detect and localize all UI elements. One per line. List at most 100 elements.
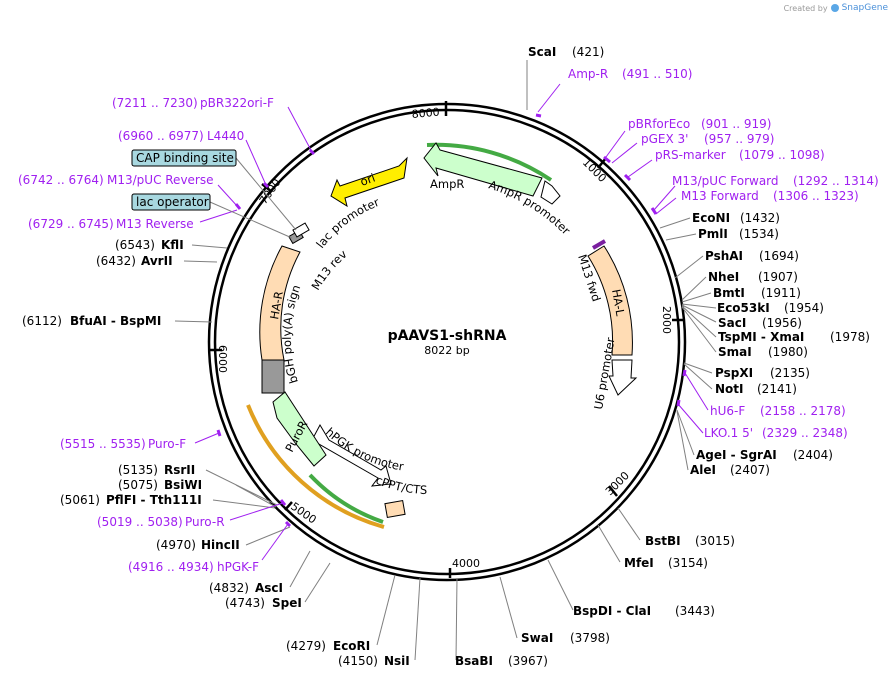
feature-boxes: CAP binding site lac operator — [131, 149, 237, 211]
enzyme-bmti-pos: (1911) — [761, 286, 801, 300]
tick-label-4000: 4000 — [452, 557, 480, 570]
primer-m13-reverse: M13 Reverse — [116, 217, 194, 231]
enzyme-nsii-pos: (4150) — [338, 654, 378, 668]
enzyme-avrii-pos: (6432) — [96, 254, 136, 268]
tick-label-3000: 3000 — [603, 469, 632, 498]
leader-avrii — [183, 260, 218, 263]
leader-swai — [499, 576, 518, 639]
ha-r-segment — [259, 245, 301, 361]
enzyme-scai-pos: (421) — [572, 45, 604, 59]
enzyme-rsrii: RsrII — [164, 463, 195, 477]
lac-operator-box — [131, 193, 211, 211]
ampr-highlight — [426, 142, 553, 182]
leader-cap — [235, 157, 297, 231]
primer-leader-lines — [194, 83, 709, 561]
primer-labels: Amp-R (491 .. 510) pBRforEco (901 .. 919… — [18, 67, 879, 574]
primer-mark-prs — [623, 173, 632, 182]
leader-econi — [659, 217, 691, 229]
enzyme-bstbi-pos: (3015) — [695, 534, 735, 548]
enzyme-alei-pos: (2407) — [730, 463, 770, 477]
primer-hu6-f-range: (2158 .. 2178) — [760, 404, 846, 418]
primer-amp-r-range: (491 .. 510) — [622, 67, 692, 81]
bgh-polya-box — [261, 359, 285, 394]
ori-arrow — [330, 156, 408, 208]
enzyme-kfli-pos: (6543) — [115, 238, 155, 252]
enzyme-nhei-pos: (1907) — [758, 270, 798, 284]
enzyme-spei-pos: (4743) — [225, 596, 265, 610]
primer-lko1-5-range: (2329 .. 2348) — [762, 426, 848, 440]
enzyme-bsiwi: BsiWI — [164, 478, 202, 492]
leader-amp-r — [537, 83, 561, 113]
cppt-text: cPPT/CTS — [374, 473, 428, 497]
primer-mark-hu6 — [682, 369, 687, 377]
leader-cluster-3 — [205, 469, 278, 509]
primer-prs-marker-range: (1079 .. 1098) — [739, 148, 825, 162]
enzyme-saci-pos: (1956) — [762, 316, 802, 330]
lac-promoter-box — [292, 222, 310, 238]
leader-pbr322 — [287, 106, 313, 153]
leader-hpgk-f — [261, 523, 289, 561]
ha-r-label: HA-R — [267, 290, 286, 320]
m13-fwd-mark — [591, 239, 607, 250]
enzyme-econi-pos: (1432) — [740, 211, 780, 225]
primer-m13-puc-reverse: M13/pUC Reverse — [107, 173, 214, 187]
snapgene-logo-icon — [830, 4, 839, 12]
primer-lko1-5: LKO.1 5' — [704, 426, 753, 440]
primer-pgex3-range: (957 .. 979) — [704, 132, 774, 146]
enzyme-spei: SpeI — [272, 596, 302, 610]
primer-mark-lko — [676, 399, 681, 407]
ha-l-label: HA-L — [609, 288, 628, 317]
leader-spei — [304, 562, 331, 603]
enzyme-scai: ScaI — [528, 45, 556, 59]
primer-pbrforeco: pBRforEco — [628, 117, 690, 131]
puror-orange-highlight — [246, 404, 385, 529]
cap-binding-site-label: CAP binding site — [136, 151, 234, 165]
lac-promoter-text: lac promoter — [313, 195, 381, 251]
enzyme-bspdi-clai: BspDI - ClaI — [573, 604, 651, 618]
enzyme-mfei-pos: (3154) — [668, 556, 708, 570]
primer-mark-puro-r — [279, 499, 287, 506]
leader-bfuai — [174, 320, 213, 323]
tick-label-2000: 2000 — [660, 306, 673, 334]
primer-pbr322ori-f-range: (7211 .. 7230) — [112, 96, 198, 110]
primer-pbrforeco-range: (901 .. 919) — [701, 117, 771, 131]
primer-puro-f: Puro-F — [148, 437, 186, 451]
enzyme-labels: ScaI (421) EcoNI (1432) PmlI (1534) PshA… — [22, 45, 870, 668]
enzyme-pspxi: PspXI — [715, 366, 753, 380]
enzyme-ecori: EcoRI — [333, 639, 370, 653]
enzyme-swai-pos: (3798) — [570, 631, 610, 645]
leader-pshai — [674, 255, 704, 279]
enzyme-tspmi-xmai-pos: (1978) — [830, 330, 870, 344]
cppt-label: cPPT/CTS — [374, 473, 428, 497]
plasmid-size: 8022 bp — [424, 344, 469, 357]
leader-cluster-2 — [683, 362, 713, 390]
enzyme-bsabi-pos: (3967) — [508, 654, 548, 668]
primer-mark-amp-r — [535, 113, 542, 118]
enzyme-bstbi: BstBI — [645, 534, 681, 548]
snapgene-credit: Created by SnapGene — [784, 3, 888, 13]
enzyme-pmli: PmlI — [698, 227, 728, 241]
enzyme-rsrii-pos: (5135) — [118, 463, 158, 477]
leader-claI — [547, 559, 574, 611]
tick-mark-5000 — [284, 501, 293, 511]
cppt-box — [384, 499, 406, 519]
ori-label: ori — [358, 171, 377, 189]
leader-pbr — [605, 130, 653, 178]
enzyme-asci: AscI — [255, 581, 283, 595]
leader-m13-fwd — [653, 185, 677, 215]
enzyme-saci: SacI — [718, 316, 746, 330]
primer-l4440: L4440 — [207, 129, 244, 143]
enzyme-noti-pos: (2141) — [757, 382, 797, 396]
primer-m13-forward: M13 Forward — [681, 189, 759, 203]
ampr-promoter-arrow — [540, 180, 561, 205]
tick-mark-3000 — [608, 485, 618, 497]
enzyme-nsii: NsiI — [384, 654, 410, 668]
primer-hu6-f: hU6-F — [710, 404, 745, 418]
leader-puro-r — [229, 502, 284, 521]
lac-operator-label: lac operator — [136, 195, 209, 209]
enzyme-pmli-pos: (1534) — [739, 227, 779, 241]
primer-hpgk-f-range: (4916 .. 4934) — [128, 560, 214, 574]
enzyme-ecori-pos: (4279) — [286, 639, 326, 653]
primer-m13-forward-range: (1306 .. 1323) — [773, 189, 859, 203]
